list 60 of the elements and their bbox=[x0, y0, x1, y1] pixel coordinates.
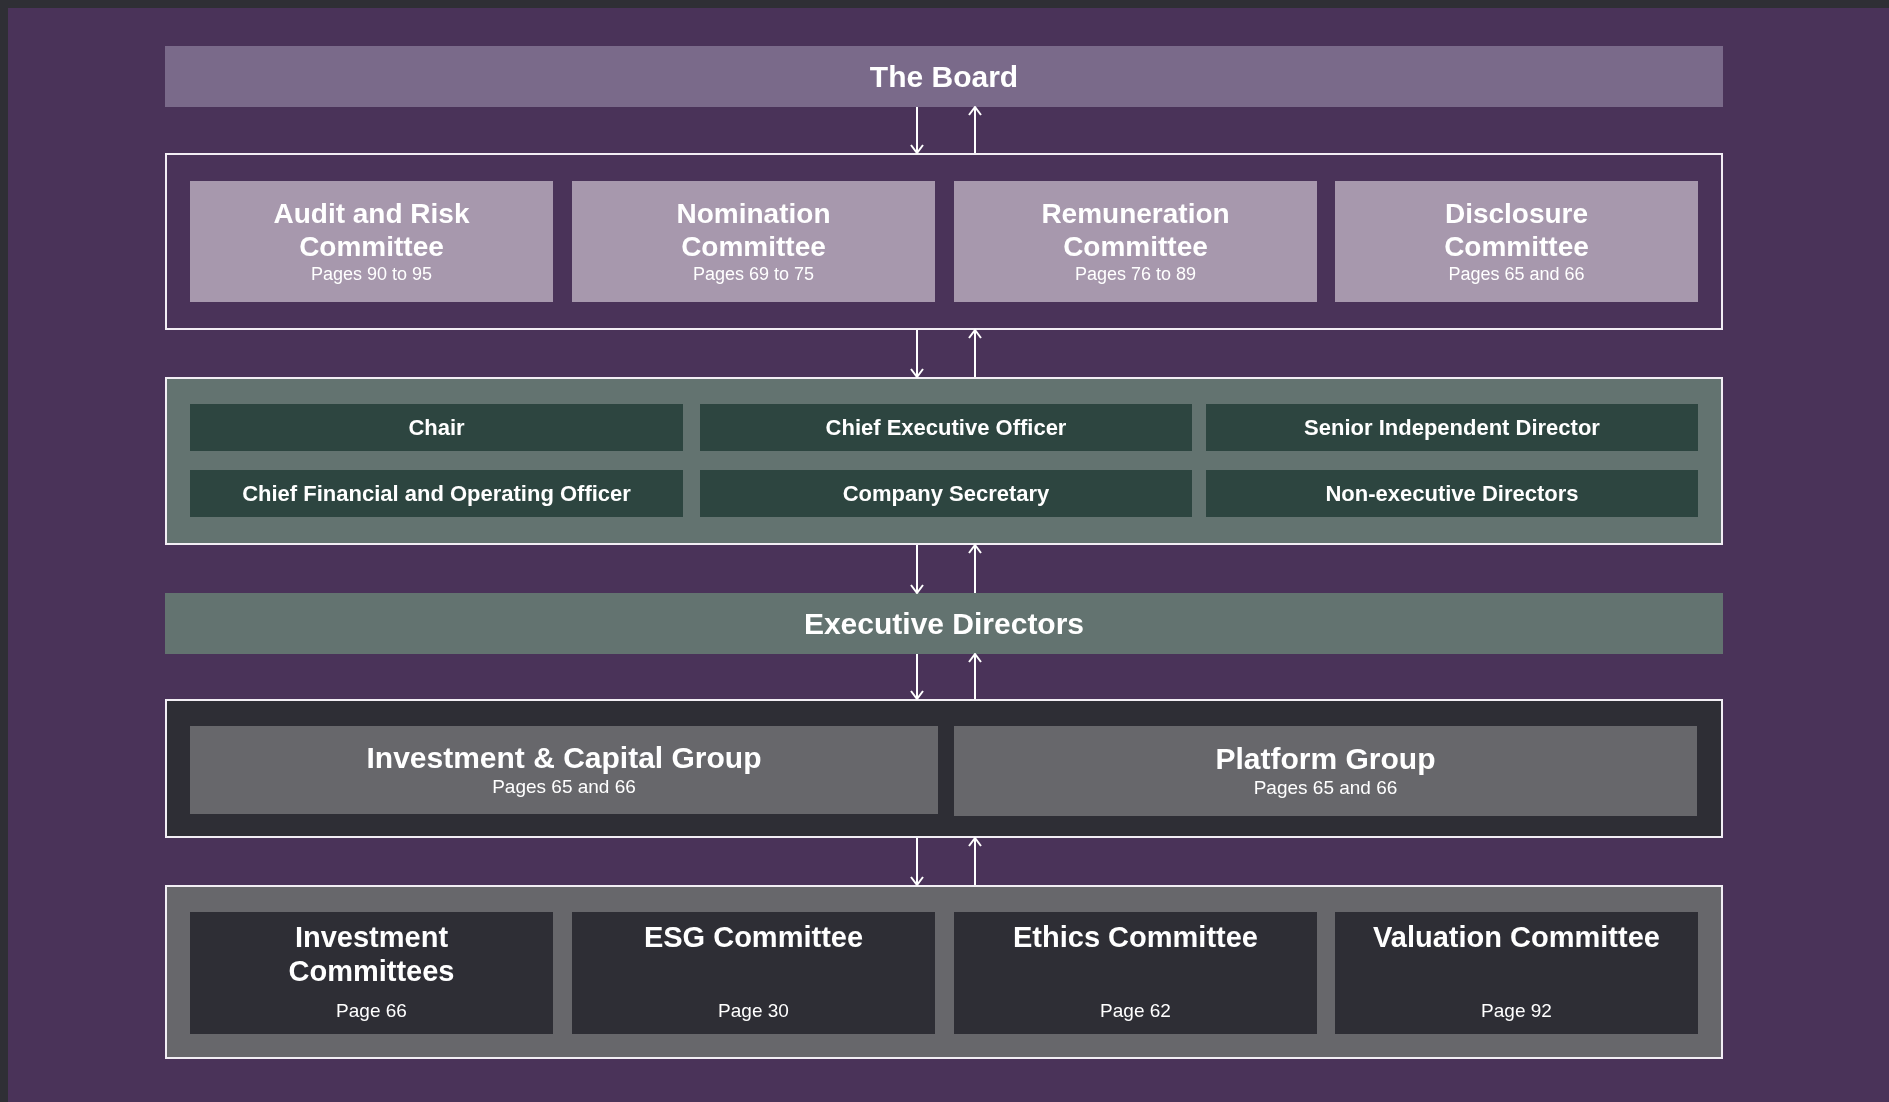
node-title: Platform Group bbox=[1215, 740, 1436, 777]
committee-box bbox=[954, 181, 1317, 302]
group-frame bbox=[165, 153, 1723, 330]
arrow bbox=[910, 837, 924, 886]
arrow bbox=[910, 544, 924, 594]
node-title: ESG Committee bbox=[643, 920, 864, 955]
board-bar bbox=[165, 46, 1723, 107]
group-frame bbox=[165, 699, 1723, 838]
arrow bbox=[910, 329, 924, 378]
page-reference: Pages 65 and 66 bbox=[1448, 262, 1585, 286]
node-title: The Board bbox=[869, 58, 1019, 95]
node-title: Valuation Committee bbox=[1373, 920, 1660, 955]
page-reference: Page 66 bbox=[336, 999, 407, 1024]
arrow bbox=[910, 106, 924, 154]
node-title: Non-executive Directors bbox=[1325, 480, 1579, 507]
node-title: Chief Executive Officer bbox=[825, 414, 1067, 441]
page-reference: Pages 90 to 95 bbox=[310, 262, 433, 286]
role-box bbox=[700, 404, 1192, 451]
arrow bbox=[968, 106, 982, 154]
role-box bbox=[190, 404, 683, 451]
page-reference: Page 30 bbox=[718, 999, 789, 1024]
node-title: Investment Committees bbox=[287, 920, 456, 989]
committee-box bbox=[190, 181, 553, 302]
node-title: Remuneration Committee bbox=[1040, 196, 1231, 263]
node-title: Audit and Risk Committee bbox=[272, 196, 471, 263]
arrow bbox=[910, 653, 924, 700]
page-reference: Pages 76 to 89 bbox=[1074, 262, 1197, 286]
committee-box bbox=[1335, 181, 1698, 302]
page-reference: Pages 65 and 66 bbox=[1253, 776, 1398, 801]
node-title: Investment & Capital Group bbox=[366, 739, 762, 776]
node-title: Senior Independent Director bbox=[1304, 414, 1600, 441]
group-frame bbox=[165, 377, 1723, 545]
page-reference: Pages 69 to 75 bbox=[692, 262, 815, 286]
arrow bbox=[968, 329, 982, 378]
node-title: Nomination Committee bbox=[675, 196, 832, 263]
committee-box bbox=[1335, 912, 1698, 1034]
group-box bbox=[954, 726, 1697, 816]
committee-box bbox=[190, 912, 553, 1034]
node-title: Chief Financial and Operating Officer bbox=[242, 480, 631, 507]
node-title: Chair bbox=[408, 414, 465, 441]
role-box bbox=[1206, 470, 1698, 517]
executive-bar bbox=[165, 593, 1723, 654]
arrow bbox=[968, 837, 982, 886]
committee-box bbox=[572, 912, 935, 1034]
group-box bbox=[190, 726, 938, 814]
node-title: Executive Directors bbox=[803, 605, 1085, 642]
page-reference: Pages 65 and 66 bbox=[492, 775, 636, 800]
role-box bbox=[700, 470, 1192, 517]
arrow bbox=[968, 544, 982, 594]
group-frame bbox=[165, 885, 1723, 1059]
node-title: Disclosure Committee bbox=[1443, 196, 1590, 263]
role-box bbox=[1206, 404, 1698, 451]
node-title: Ethics Committee bbox=[1013, 920, 1258, 955]
committee-box bbox=[572, 181, 935, 302]
arrow bbox=[968, 653, 982, 700]
committee-box bbox=[954, 912, 1317, 1034]
page-reference: Page 62 bbox=[1100, 999, 1171, 1024]
role-box bbox=[190, 470, 683, 517]
node-title: Company Secretary bbox=[842, 480, 1050, 507]
page-reference: Page 92 bbox=[1481, 999, 1552, 1024]
